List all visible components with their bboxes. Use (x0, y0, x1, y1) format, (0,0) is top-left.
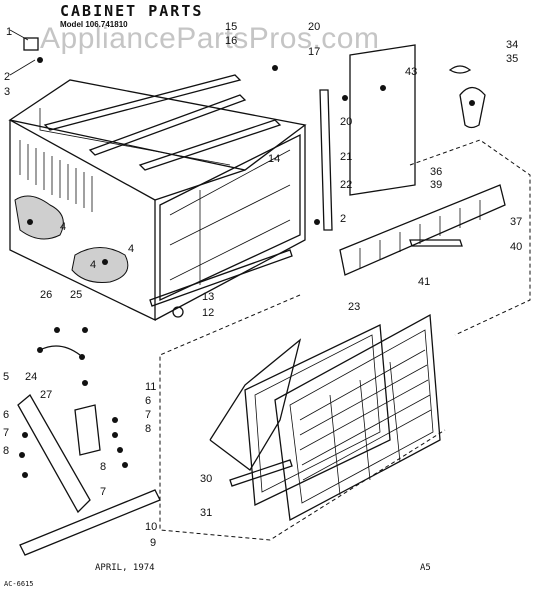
callout-3: 3 (4, 86, 10, 98)
callout-2: 2 (4, 71, 10, 83)
cord-24 (37, 345, 85, 360)
grommet (172, 306, 184, 318)
clip-35 (459, 86, 486, 129)
bottom-bar-31 (229, 459, 293, 487)
callout-36: 36 (430, 166, 442, 178)
callout-2b: 2 (340, 213, 346, 225)
callout-7a: 7 (3, 427, 9, 439)
callout-13: 13 (202, 291, 214, 303)
callout-4a: 4 (60, 221, 66, 233)
insulation-patch-right (71, 247, 129, 283)
clip-34 (448, 65, 472, 74)
callout-25: 25 (70, 289, 82, 301)
callout-43: 43 (405, 66, 417, 78)
page-title: CABINET PARTS (60, 2, 204, 20)
callout-labels: 1 2 3 4 4 4 5 6 6 7 7 7 8 8 8 9 10 11 12… (3, 21, 522, 549)
footer-page: A5 (420, 563, 431, 573)
callout-17: 17 (308, 46, 320, 58)
top-rail-middle (88, 94, 247, 156)
callout-6a: 6 (3, 409, 9, 421)
callout-7b: 7 (145, 409, 151, 421)
callout-5: 5 (3, 371, 9, 383)
callout-26: 26 (40, 289, 52, 301)
callout-11: 11 (145, 381, 156, 393)
callout-16: 16 (225, 35, 237, 47)
footer-date: APRIL, 1974 (95, 563, 155, 573)
callout-15: 15 (225, 21, 237, 33)
model-number: Model 106.741810 (60, 20, 128, 29)
filter-wire (209, 338, 302, 471)
callout-37: 37 (510, 216, 522, 228)
callout-6b: 6 (145, 395, 151, 407)
callout-7c: 7 (100, 486, 106, 498)
callout-24: 24 (25, 371, 37, 383)
side-louvers (19, 140, 93, 212)
louver-assembly (339, 184, 506, 276)
callout-10: 10 (145, 521, 157, 533)
bracket-1 (23, 37, 43, 63)
callout-41: 41 (418, 276, 430, 288)
mounting-rail (19, 489, 161, 556)
callout-4c: 4 (90, 259, 96, 271)
insulation-patch-left (14, 195, 64, 240)
callout-39: 39 (430, 179, 442, 191)
callout-1: 1 (6, 26, 12, 38)
top-rail-front (43, 74, 242, 131)
watermark: AppliancePartsPros.com (40, 22, 380, 55)
callout-22: 22 (340, 179, 352, 191)
side-panel (349, 44, 416, 196)
callout-35: 35 (506, 53, 518, 65)
callout-14: 14 (268, 153, 280, 165)
callout-8c: 8 (100, 461, 106, 473)
divider-strip (319, 89, 333, 231)
callout-9: 9 (150, 537, 156, 549)
callout-31: 31 (200, 507, 212, 519)
callout-8a: 8 (3, 445, 9, 457)
footer-code: AC-6615 (4, 580, 34, 588)
callout-30: 30 (200, 473, 212, 485)
front-grille (274, 313, 441, 522)
callout-27: 27 (40, 389, 52, 401)
callout-40: 40 (510, 241, 522, 253)
cabinet-shell (8, 74, 307, 322)
support-bracket (17, 394, 101, 514)
callout-21: 21 (340, 151, 352, 163)
callout-8b: 8 (145, 423, 151, 435)
callout-4b: 4 (128, 243, 134, 255)
callout-12: 12 (202, 307, 214, 319)
callout-23: 23 (348, 301, 360, 313)
callout-20a: 20 (308, 21, 320, 33)
bottom-rail (149, 249, 293, 307)
top-rail-rear (138, 119, 282, 171)
callout-20b: 20 (340, 116, 352, 128)
callout-34: 34 (506, 39, 518, 51)
